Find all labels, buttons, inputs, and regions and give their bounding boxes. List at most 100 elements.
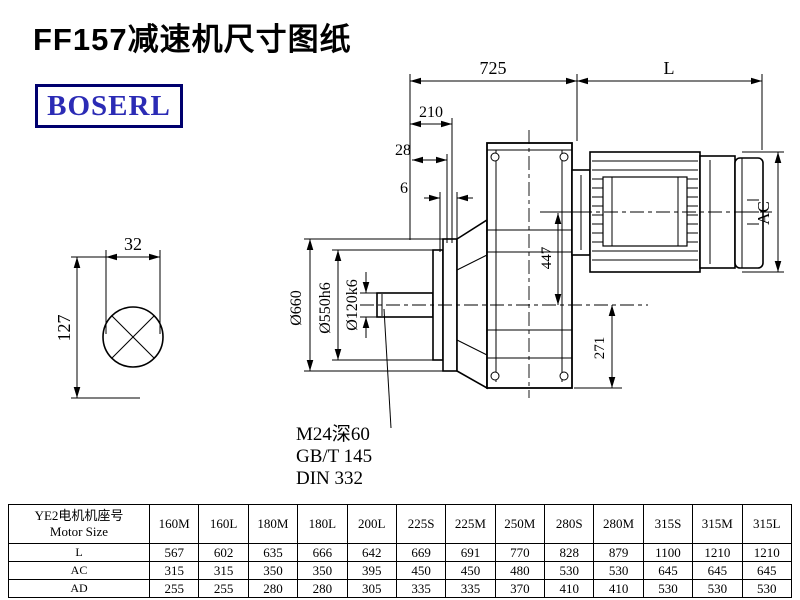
table-header-row: YE2电机机座号 Motor Size 160M 160L 180M 180L … bbox=[8, 504, 792, 544]
table-row: AD 255 255 280 280 305 335 335 370 410 4… bbox=[8, 579, 792, 598]
boserl-logo: BOSERL bbox=[35, 84, 183, 128]
technical-drawing: 32 127 bbox=[54, 58, 784, 489]
note-din-standard: DIN 332 bbox=[296, 468, 363, 489]
dim-32-label: 32 bbox=[124, 234, 142, 254]
table-row: L 567 602 635 666 642 669 691 770 828 87… bbox=[8, 543, 792, 562]
value-cell: 315 bbox=[148, 561, 200, 580]
value-cell: 280 bbox=[297, 579, 348, 598]
note-gb-standard: GB/T 145 bbox=[296, 446, 372, 467]
dimension-28 bbox=[412, 154, 448, 243]
value-cell: 315 bbox=[198, 561, 249, 580]
column-header: 180M bbox=[247, 504, 299, 544]
dia-120-label: Ø120k6 bbox=[344, 279, 361, 331]
dimension-271 bbox=[574, 305, 622, 389]
value-cell: 410 bbox=[543, 579, 595, 598]
value-cell: 530 bbox=[741, 579, 792, 598]
dim-210-label: 210 bbox=[419, 104, 443, 121]
dimension-6 bbox=[424, 192, 473, 252]
value-cell: 350 bbox=[247, 561, 299, 580]
dim-127-label: 127 bbox=[54, 315, 74, 342]
value-cell: 645 bbox=[642, 561, 694, 580]
fan-cover bbox=[734, 157, 764, 269]
value-cell: 450 bbox=[445, 561, 496, 580]
value-cell: 450 bbox=[395, 561, 447, 580]
note-thread: M24深60 bbox=[296, 423, 370, 445]
row-label: AC bbox=[8, 561, 150, 580]
dim-L-label: L bbox=[664, 58, 675, 78]
value-cell: 1100 bbox=[642, 543, 694, 562]
motor-size-table: YE2电机机座号 Motor Size 160M 160L 180M 180L … bbox=[8, 504, 792, 598]
dia-550-label: Ø550h6 bbox=[317, 282, 334, 334]
value-cell: 280 bbox=[247, 579, 299, 598]
column-header: 225M bbox=[445, 504, 496, 544]
value-cell: 395 bbox=[346, 561, 397, 580]
value-cell: 666 bbox=[297, 543, 348, 562]
column-header: 160M bbox=[148, 504, 200, 544]
dimension-210 bbox=[410, 118, 453, 243]
value-cell: 410 bbox=[593, 579, 644, 598]
value-cell: 645 bbox=[741, 561, 792, 580]
shaft-end-view bbox=[102, 306, 164, 368]
value-cell: 669 bbox=[395, 543, 447, 562]
value-cell: 1210 bbox=[692, 543, 743, 562]
page-title: FF157减速机尺寸图纸 bbox=[33, 22, 352, 57]
dimension-550 bbox=[332, 249, 433, 361]
dimension-120 bbox=[360, 272, 377, 338]
column-header: 315S bbox=[642, 504, 694, 544]
value-cell: 305 bbox=[346, 579, 397, 598]
table-row: AC 315 315 350 350 395 450 450 480 530 5… bbox=[8, 561, 792, 580]
dim-AC-label: AC bbox=[754, 201, 773, 225]
value-cell: 530 bbox=[593, 561, 644, 580]
column-header: 280M bbox=[593, 504, 644, 544]
output-flange bbox=[432, 218, 488, 390]
dimension-447 bbox=[540, 211, 578, 305]
value-cell: 480 bbox=[494, 561, 546, 580]
row-label: AD bbox=[8, 579, 150, 598]
dimension-32 bbox=[105, 250, 161, 334]
dimension-AC bbox=[742, 151, 784, 273]
dim-6-label: 6 bbox=[400, 180, 408, 197]
dim-271-label: 271 bbox=[592, 337, 608, 360]
note-leader-line bbox=[383, 308, 392, 429]
value-cell: 567 bbox=[148, 543, 200, 562]
value-cell: 370 bbox=[494, 579, 546, 598]
value-cell: 530 bbox=[642, 579, 694, 598]
column-header: 225S bbox=[395, 504, 447, 544]
column-header: 315L bbox=[741, 504, 792, 544]
value-cell: 645 bbox=[692, 561, 743, 580]
value-cell: 255 bbox=[198, 579, 249, 598]
dim-28-label: 28 bbox=[395, 142, 411, 159]
column-header: 180L bbox=[297, 504, 348, 544]
corner-header-en: Motor Size bbox=[49, 524, 109, 539]
value-cell: 828 bbox=[543, 543, 595, 562]
value-cell: 335 bbox=[395, 579, 447, 598]
row-label: L bbox=[8, 543, 150, 562]
table-corner-header: YE2电机机座号 Motor Size bbox=[8, 504, 150, 544]
dia-660-label: Ø660 bbox=[288, 290, 305, 326]
column-header: 315M bbox=[692, 504, 743, 544]
value-cell: 879 bbox=[593, 543, 644, 562]
column-header: 160L bbox=[198, 504, 249, 544]
centerlines bbox=[360, 130, 772, 398]
value-cell: 350 bbox=[297, 561, 348, 580]
corner-header-cn: YE2电机机座号 bbox=[34, 507, 124, 523]
value-cell: 770 bbox=[494, 543, 546, 562]
value-cell: 1210 bbox=[741, 543, 792, 562]
value-cell: 635 bbox=[247, 543, 299, 562]
dimension-660 bbox=[304, 238, 443, 372]
value-cell: 530 bbox=[692, 579, 743, 598]
value-cell: 642 bbox=[346, 543, 397, 562]
dimension-725-L bbox=[409, 74, 763, 240]
value-cell: 255 bbox=[148, 579, 200, 598]
gearbox-housing bbox=[486, 142, 573, 389]
dim-447-label: 447 bbox=[539, 246, 555, 269]
value-cell: 335 bbox=[445, 579, 496, 598]
dimension-127 bbox=[71, 256, 140, 399]
column-header: 200L bbox=[346, 504, 397, 544]
value-cell: 691 bbox=[445, 543, 496, 562]
value-cell: 530 bbox=[543, 561, 595, 580]
column-header: 280S bbox=[543, 504, 595, 544]
column-header: 250M bbox=[494, 504, 546, 544]
dim-725-label: 725 bbox=[480, 58, 507, 78]
